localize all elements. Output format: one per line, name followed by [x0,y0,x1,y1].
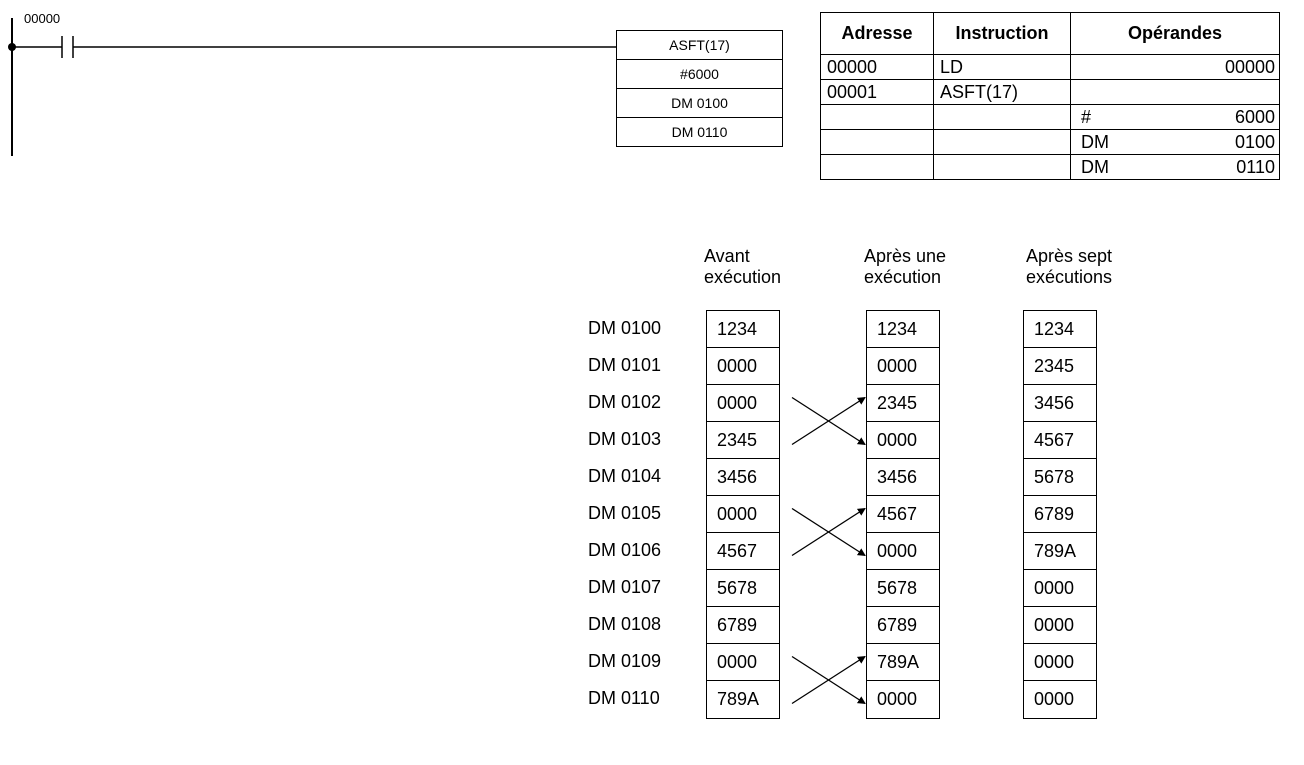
row-label: DM 0103 [588,429,662,449]
header-line: exécution [704,267,782,287]
table-row: DM 0100 [820,129,1280,155]
memory-cell: 1234 [1024,311,1096,348]
instruction-cell [933,154,1071,180]
row-label: DM 0108 [588,614,662,634]
memory-cell: 3456 [867,459,939,496]
memory-cell: 5678 [707,570,779,607]
operand-value: 00000 [1224,57,1275,77]
operand-prefix: DM [1081,132,1109,152]
table-header-row: Adresse Instruction Opérandes [820,12,1280,55]
column-header-before: Avant exécution [704,246,781,288]
memory-cell: 4567 [707,533,779,570]
operand-cell: DM 0100 [1070,129,1280,155]
memory-cell: 2345 [867,385,939,422]
address-cell: 00000 [820,54,934,80]
operand-value: 6000 [1234,107,1275,127]
memory-cell: 0000 [1024,644,1096,681]
address-cell [820,129,934,155]
instruction-name: ASFT(17) [617,31,782,60]
row-label: DM 0107 [588,577,662,597]
instruction-cell: LD [933,54,1071,80]
instruction-operand: #6000 [617,60,782,89]
row-label: DM 0110 [588,688,660,708]
memory-cell: 0000 [1024,607,1096,644]
memory-cell: 789A [867,644,939,681]
operand-value: 0110 [1236,157,1275,177]
memory-cell: 0000 [707,644,779,681]
memory-cell: 2345 [1024,348,1096,385]
header-line: exécutions [1026,267,1113,287]
shift-arrow [791,396,866,446]
memory-cell: 3456 [707,459,779,496]
memory-cell: 0000 [1024,570,1096,607]
row-label: DM 0104 [588,466,662,486]
instruction-block: ASFT(17) #6000 DM 0100 DM 0110 [616,30,783,147]
header-line: Après sept [1026,246,1113,266]
memory-cell: 0000 [1034,689,1075,709]
memory-cell: 4567 [1024,422,1096,459]
table-row: #6000 [820,104,1280,130]
memory-cell: 6789 [707,607,779,644]
memory-cell: 3456 [1024,385,1096,422]
row-label: DM 0106 [588,540,662,560]
memory-cell: 0000 [867,422,939,459]
ladder-diagram [8,18,616,156]
memory-cell: 5678 [867,570,939,607]
memory-cell: 2345 [707,422,779,459]
address-cell: 00001 [820,79,934,105]
memory-cell: 5678 [1024,459,1096,496]
contact-address-label: 00000 [24,11,61,26]
shift-arrow [791,507,866,557]
memory-cell: 0000 [867,533,939,570]
operand-prefix: DM [1081,157,1109,177]
row-label: DM 0101 [588,355,662,375]
header-line: Avant [704,246,750,266]
memory-cell: 0000 [707,348,779,385]
row-label: DM 0109 [588,651,662,671]
mnemonic-table: Adresse Instruction Opérandes 00000 LD 0… [820,12,1280,180]
instruction-operand: DM 0100 [617,89,782,118]
memory-cell: 6789 [867,607,939,644]
memory-cell: 0000 [707,385,779,422]
memory-cell: 0000 [707,496,779,533]
memory-cell: 0000 [877,689,918,709]
row-label: DM 0102 [588,392,662,412]
instruction-operand: DM 0110 [671,124,728,140]
column-header-after-one: Après une exécution [864,246,946,288]
shift-arrow [791,655,866,705]
row-label: DM 0100 [588,318,662,338]
column-header: Instruction [933,12,1071,55]
operand-value: 0100 [1234,132,1275,152]
memory-cell: 789A [717,689,760,709]
memory-cell: 789A [1024,533,1096,570]
memory-cell: 4567 [867,496,939,533]
row-label: DM 0105 [588,503,662,523]
operand-prefix: # [1081,107,1092,127]
memory-cell: 1234 [707,311,779,348]
table-row: DM 0110 [820,154,1280,180]
column-header-after-seven: Après sept exécutions [1026,246,1112,288]
operand-cell: DM 0110 [1070,154,1280,180]
memory-cell: 6789 [1024,496,1096,533]
table-row: 00000 LD 00000 [820,54,1280,80]
memory-cell: 0000 [867,348,939,385]
header-line: Après une [864,246,947,266]
address-cell [820,154,934,180]
memory-cell: 1234 [867,311,939,348]
header-line: exécution [864,267,942,287]
